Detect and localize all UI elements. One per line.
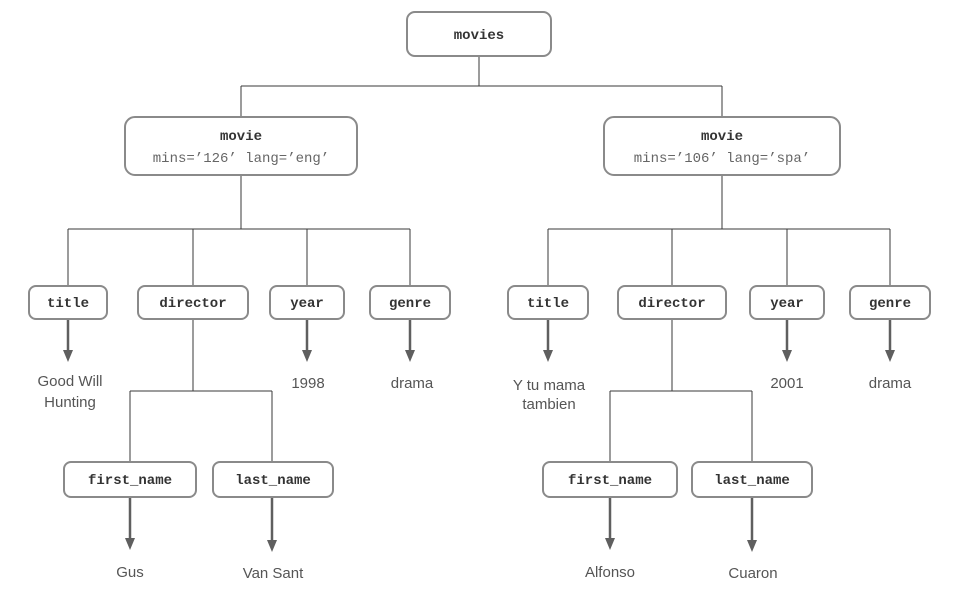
last-name-value: Cuaron	[728, 565, 777, 582]
root-node-label: movies	[454, 28, 504, 44]
year-node: year	[269, 285, 345, 320]
title-value-line-2: Hunting	[44, 394, 96, 411]
genre-node: genre	[849, 285, 931, 320]
title-node: title	[507, 285, 589, 320]
first-name-node: first_name	[63, 461, 197, 498]
movie-node-1: movie mins=’126’ lang=’eng’	[124, 116, 358, 176]
year-node-label: year	[770, 296, 804, 312]
title-value-line-1: Good Will	[37, 373, 102, 390]
first-name-node-label: first_name	[568, 473, 652, 489]
year-node-label: year	[290, 296, 324, 312]
movie-node-attributes: mins=’106’ lang=’spa’	[634, 151, 810, 167]
value-arrows	[63, 319, 895, 552]
director-node: director	[137, 285, 249, 320]
title-node-label: title	[47, 296, 89, 312]
genre-value: drama	[391, 375, 434, 392]
title-value-line-2: tambien	[522, 396, 575, 413]
first-name-node-label: first_name	[88, 473, 172, 489]
first-name-value: Gus	[116, 564, 144, 581]
director-node-label: director	[159, 296, 226, 312]
year-node: year	[749, 285, 825, 320]
director-node-label: director	[638, 296, 705, 312]
genre-node-label: genre	[389, 296, 431, 312]
genre-value: drama	[869, 375, 912, 392]
director-node: director	[617, 285, 727, 320]
movie-node-label: movie	[220, 129, 262, 145]
genre-node: genre	[369, 285, 451, 320]
title-node: title	[28, 285, 108, 320]
root-node-movies: movies	[406, 11, 552, 57]
genre-node-label: genre	[869, 296, 911, 312]
year-value: 1998	[291, 375, 324, 392]
movie-node-attributes: mins=’126’ lang=’eng’	[153, 151, 329, 167]
last-name-node: last_name	[212, 461, 334, 498]
year-value: 2001	[770, 375, 803, 392]
first-name-value: Alfonso	[585, 564, 635, 581]
first-name-node: first_name	[542, 461, 678, 498]
last-name-node-label: last_name	[714, 473, 790, 489]
movie-node-2: movie mins=’106’ lang=’spa’	[603, 116, 841, 176]
last-name-node: last_name	[691, 461, 813, 498]
last-name-value: Van Sant	[243, 565, 304, 582]
title-value-line-1: Y tu mama	[513, 377, 586, 394]
last-name-node-label: last_name	[235, 473, 311, 489]
movie-node-label: movie	[701, 129, 743, 145]
title-node-label: title	[527, 296, 569, 312]
connectors	[67, 56, 891, 462]
